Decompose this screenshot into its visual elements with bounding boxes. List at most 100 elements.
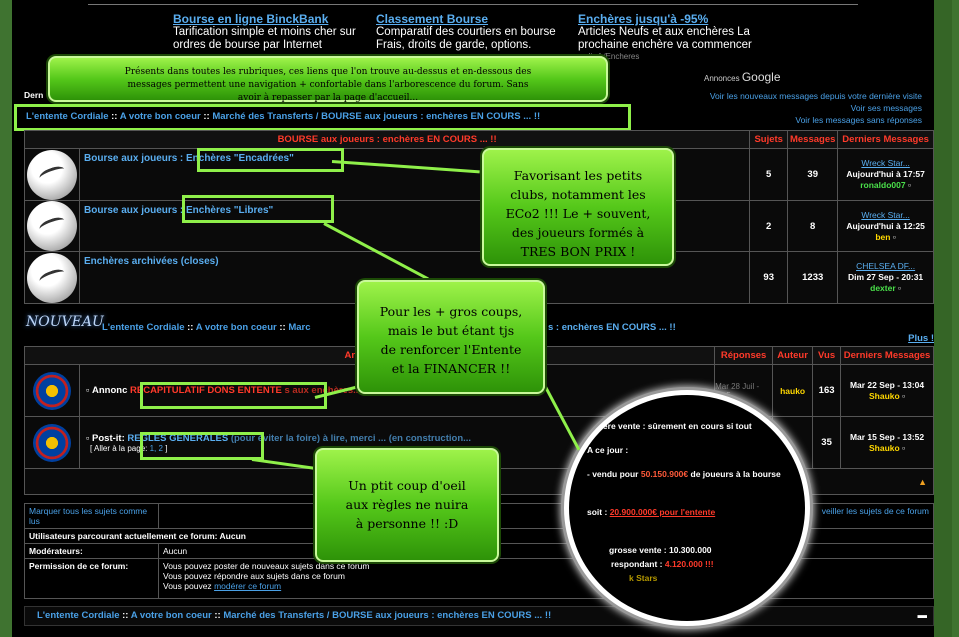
col-posts: Messages — [787, 130, 839, 149]
breadcrumb-home[interactable]: L'entente Cordiale — [37, 610, 120, 621]
google-ads-label[interactable]: Annonces Google — [704, 70, 781, 84]
topic-author[interactable]: hauko — [772, 364, 814, 417]
highlight-frame — [14, 104, 631, 131]
more-link[interactable]: Plus ! — [908, 333, 934, 344]
ad-desc: Tarification simple et moins cher sur or… — [173, 26, 356, 51]
subforum-table: BOURSE aux joueurs : enchères EN COURS .… — [23, 130, 934, 304]
col-last: Derniers Messages — [837, 130, 934, 149]
mark-read-link[interactable]: Marquer tous les sujets comme lus — [29, 506, 148, 526]
subforum-link[interactable]: Bourse aux joueurs — [84, 153, 178, 164]
google-ads-text: Annonces — [704, 74, 740, 83]
nike-ball-icon — [27, 149, 77, 200]
last-post-user[interactable]: dexter — [870, 283, 896, 293]
ad-encheres[interactable]: Enchères jusqu'à -95% Articles Neufs et … — [578, 12, 778, 61]
mods-value: Aucun — [158, 543, 934, 559]
circle-line: soit : 20.900.000€ pour l'entente — [587, 507, 716, 517]
ad-classement[interactable]: Classement Bourse Comparatif des courtie… — [376, 12, 576, 52]
last-post-date: Aujourd'hui à 12:25 — [846, 220, 925, 231]
last-msg-user[interactable]: Shauko — [869, 442, 900, 453]
breadcrumb-forum[interactable]: Marché des Transferts / BOURSE aux joueu… — [223, 610, 552, 621]
watch-topics-link[interactable]: veiller les sujets de ce forum — [821, 506, 929, 516]
magnifier-callout: mière vente : sûrement en cours si tout … — [564, 390, 810, 626]
last-post-user[interactable]: ben — [875, 231, 891, 242]
ad-binckbank[interactable]: Bourse en ligne BinckBank Tarification s… — [173, 12, 373, 52]
breadcrumb-home[interactable]: L'entente Cordiale — [26, 111, 109, 122]
ad-desc: Articles Neufs et aux enchères La procha… — [578, 26, 752, 51]
topic-prefix: Post-it: — [92, 432, 125, 444]
new-topic-button[interactable]: NOUVEAU — [26, 314, 104, 330]
ad-title[interactable]: Classement Bourse — [376, 12, 489, 26]
perm-line: Vous pouvez poster de nouveaux sujets da… — [163, 561, 370, 571]
view-post-icon[interactable]: ▫ — [902, 442, 906, 453]
topic-prefix: Annonc — [92, 385, 128, 396]
moderate-link[interactable]: modérer ce forum — [214, 581, 282, 591]
forum-page: Bourse en ligne BinckBank Tarification s… — [12, 0, 934, 637]
topic-prefix-icon: ▫ — [86, 432, 93, 444]
unanswered-link[interactable]: Voir les messages sans réponses — [795, 115, 922, 125]
left-cut-text: Dern — [24, 90, 44, 100]
subforum-sub-link[interactable]: : Enchères "Libres" — [179, 205, 274, 216]
pages-label: [ Aller à la page: — [90, 443, 148, 453]
last-post-date: Dim 27 Sep - 20:31 — [848, 272, 924, 282]
last-post-link[interactable]: CHELSEA DF... — [856, 261, 916, 271]
collapse-icon[interactable]: ▬ — [917, 610, 928, 621]
breadcrumb-category[interactable]: A votre bon coeur — [195, 322, 277, 333]
topic-link[interactable]: RECAPITULATIF DONS ENTENTE — [130, 385, 282, 396]
view-post-icon[interactable]: ▫ — [902, 390, 906, 401]
breadcrumb-sep: :: — [203, 111, 210, 122]
subforum-link[interactable]: Enchères archivées (closes) — [84, 256, 219, 267]
breadcrumb-category[interactable]: A votre bon coeur — [119, 111, 201, 122]
own-posts-link[interactable]: Voir ses messages — [850, 103, 922, 113]
ad-title[interactable]: Enchères jusqu'à -95% — [578, 12, 709, 26]
breadcrumb-category[interactable]: A votre bon coeur — [130, 610, 212, 621]
circle-line: - vendu pour 50.150.900€ de joueurs à la… — [587, 469, 781, 479]
topic-views: 35 — [812, 416, 842, 469]
view-post-icon[interactable]: ▫ — [907, 180, 911, 190]
subforum-row[interactable]: Bourse aux joueurs : Enchères "Libres" 2… — [24, 200, 934, 252]
last-post-user[interactable]: ronaldo007 — [860, 180, 906, 190]
last-post-link[interactable]: Wreck Star... — [861, 209, 910, 220]
last-msg-date: Mar 22 Sep - 13:04 — [849, 379, 925, 390]
view-post-icon[interactable]: ▫ — [898, 283, 902, 293]
perm-line: Vous pouvez répondre aux sujets dans ce … — [163, 571, 345, 581]
ad-title[interactable]: Bourse en ligne BinckBank — [173, 12, 329, 26]
topics-count: 5 — [749, 148, 789, 201]
breadcrumb-forum[interactable]: Marc — [288, 322, 311, 333]
breadcrumb-sep: :: — [111, 111, 118, 122]
note-regles: Un ptit coup d'oeil aux règles ne nuira … — [315, 448, 499, 562]
page-links[interactable]: 1, 2 — [149, 443, 163, 453]
subforum-sub-link[interactable]: : Enchères "Encadrées" — [179, 153, 294, 164]
col-topics: Sujets — [749, 130, 789, 149]
breadcrumb-mid: L'entente Cordiale :: A votre bon coeur … — [102, 322, 311, 333]
col-views: Vus — [812, 346, 842, 365]
topic-link[interactable]: REGLES GENERALES — [127, 432, 229, 444]
note-clubs: Favorisant les petits clubs, notamment l… — [482, 148, 674, 266]
breadcrumb-forum[interactable]: Marché des Transferts / BOURSE aux joueu… — [212, 111, 541, 122]
breadcrumb-mid-tail[interactable]: s : enchères EN COURS ... !! — [548, 322, 676, 333]
new-posts-link[interactable]: Voir les nouveaux messages depuis votre … — [709, 91, 922, 101]
subforum-row[interactable]: Bourse aux joueurs : Enchères "Encadrées… — [24, 148, 934, 201]
posts-count: 8 — [787, 200, 839, 252]
perm-label: Permission de ce forum: — [24, 558, 159, 599]
last-post-date: Aujourd'hui à 17:57 — [846, 169, 925, 179]
col-replies: Réponses — [714, 346, 774, 365]
posts-count: 1233 — [787, 251, 839, 304]
subforum-link[interactable]: Bourse aux joueurs — [84, 205, 178, 216]
right-links: Voir les nouveaux messages depuis votre … — [710, 90, 922, 126]
posts-count: 39 — [787, 148, 839, 201]
last-post-link[interactable]: Wreck Star... — [861, 158, 910, 168]
col-author: Auteur — [772, 346, 814, 365]
breadcrumb-home[interactable]: L'entente Cordiale — [102, 322, 185, 333]
topic-tail: s aux enchères... — [284, 385, 362, 396]
mods-label: Modérateurs: — [24, 543, 159, 559]
highlight-frame — [140, 432, 264, 460]
breadcrumb-sep: :: — [214, 610, 221, 621]
highlight-frame — [197, 148, 344, 172]
view-post-icon[interactable]: ▫ — [892, 231, 896, 242]
breadcrumb-sep: :: — [122, 610, 129, 621]
perm-mod-prefix: Vous pouvez — [163, 581, 212, 591]
last-msg-user[interactable]: Shauko — [869, 390, 900, 401]
subforum-row[interactable]: Enchères archivées (closes) 93 1233 CHEL… — [24, 251, 934, 304]
subforum-header: BOURSE aux joueurs : enchères EN COURS .… — [23, 130, 751, 149]
pages-end: ] — [165, 443, 168, 453]
